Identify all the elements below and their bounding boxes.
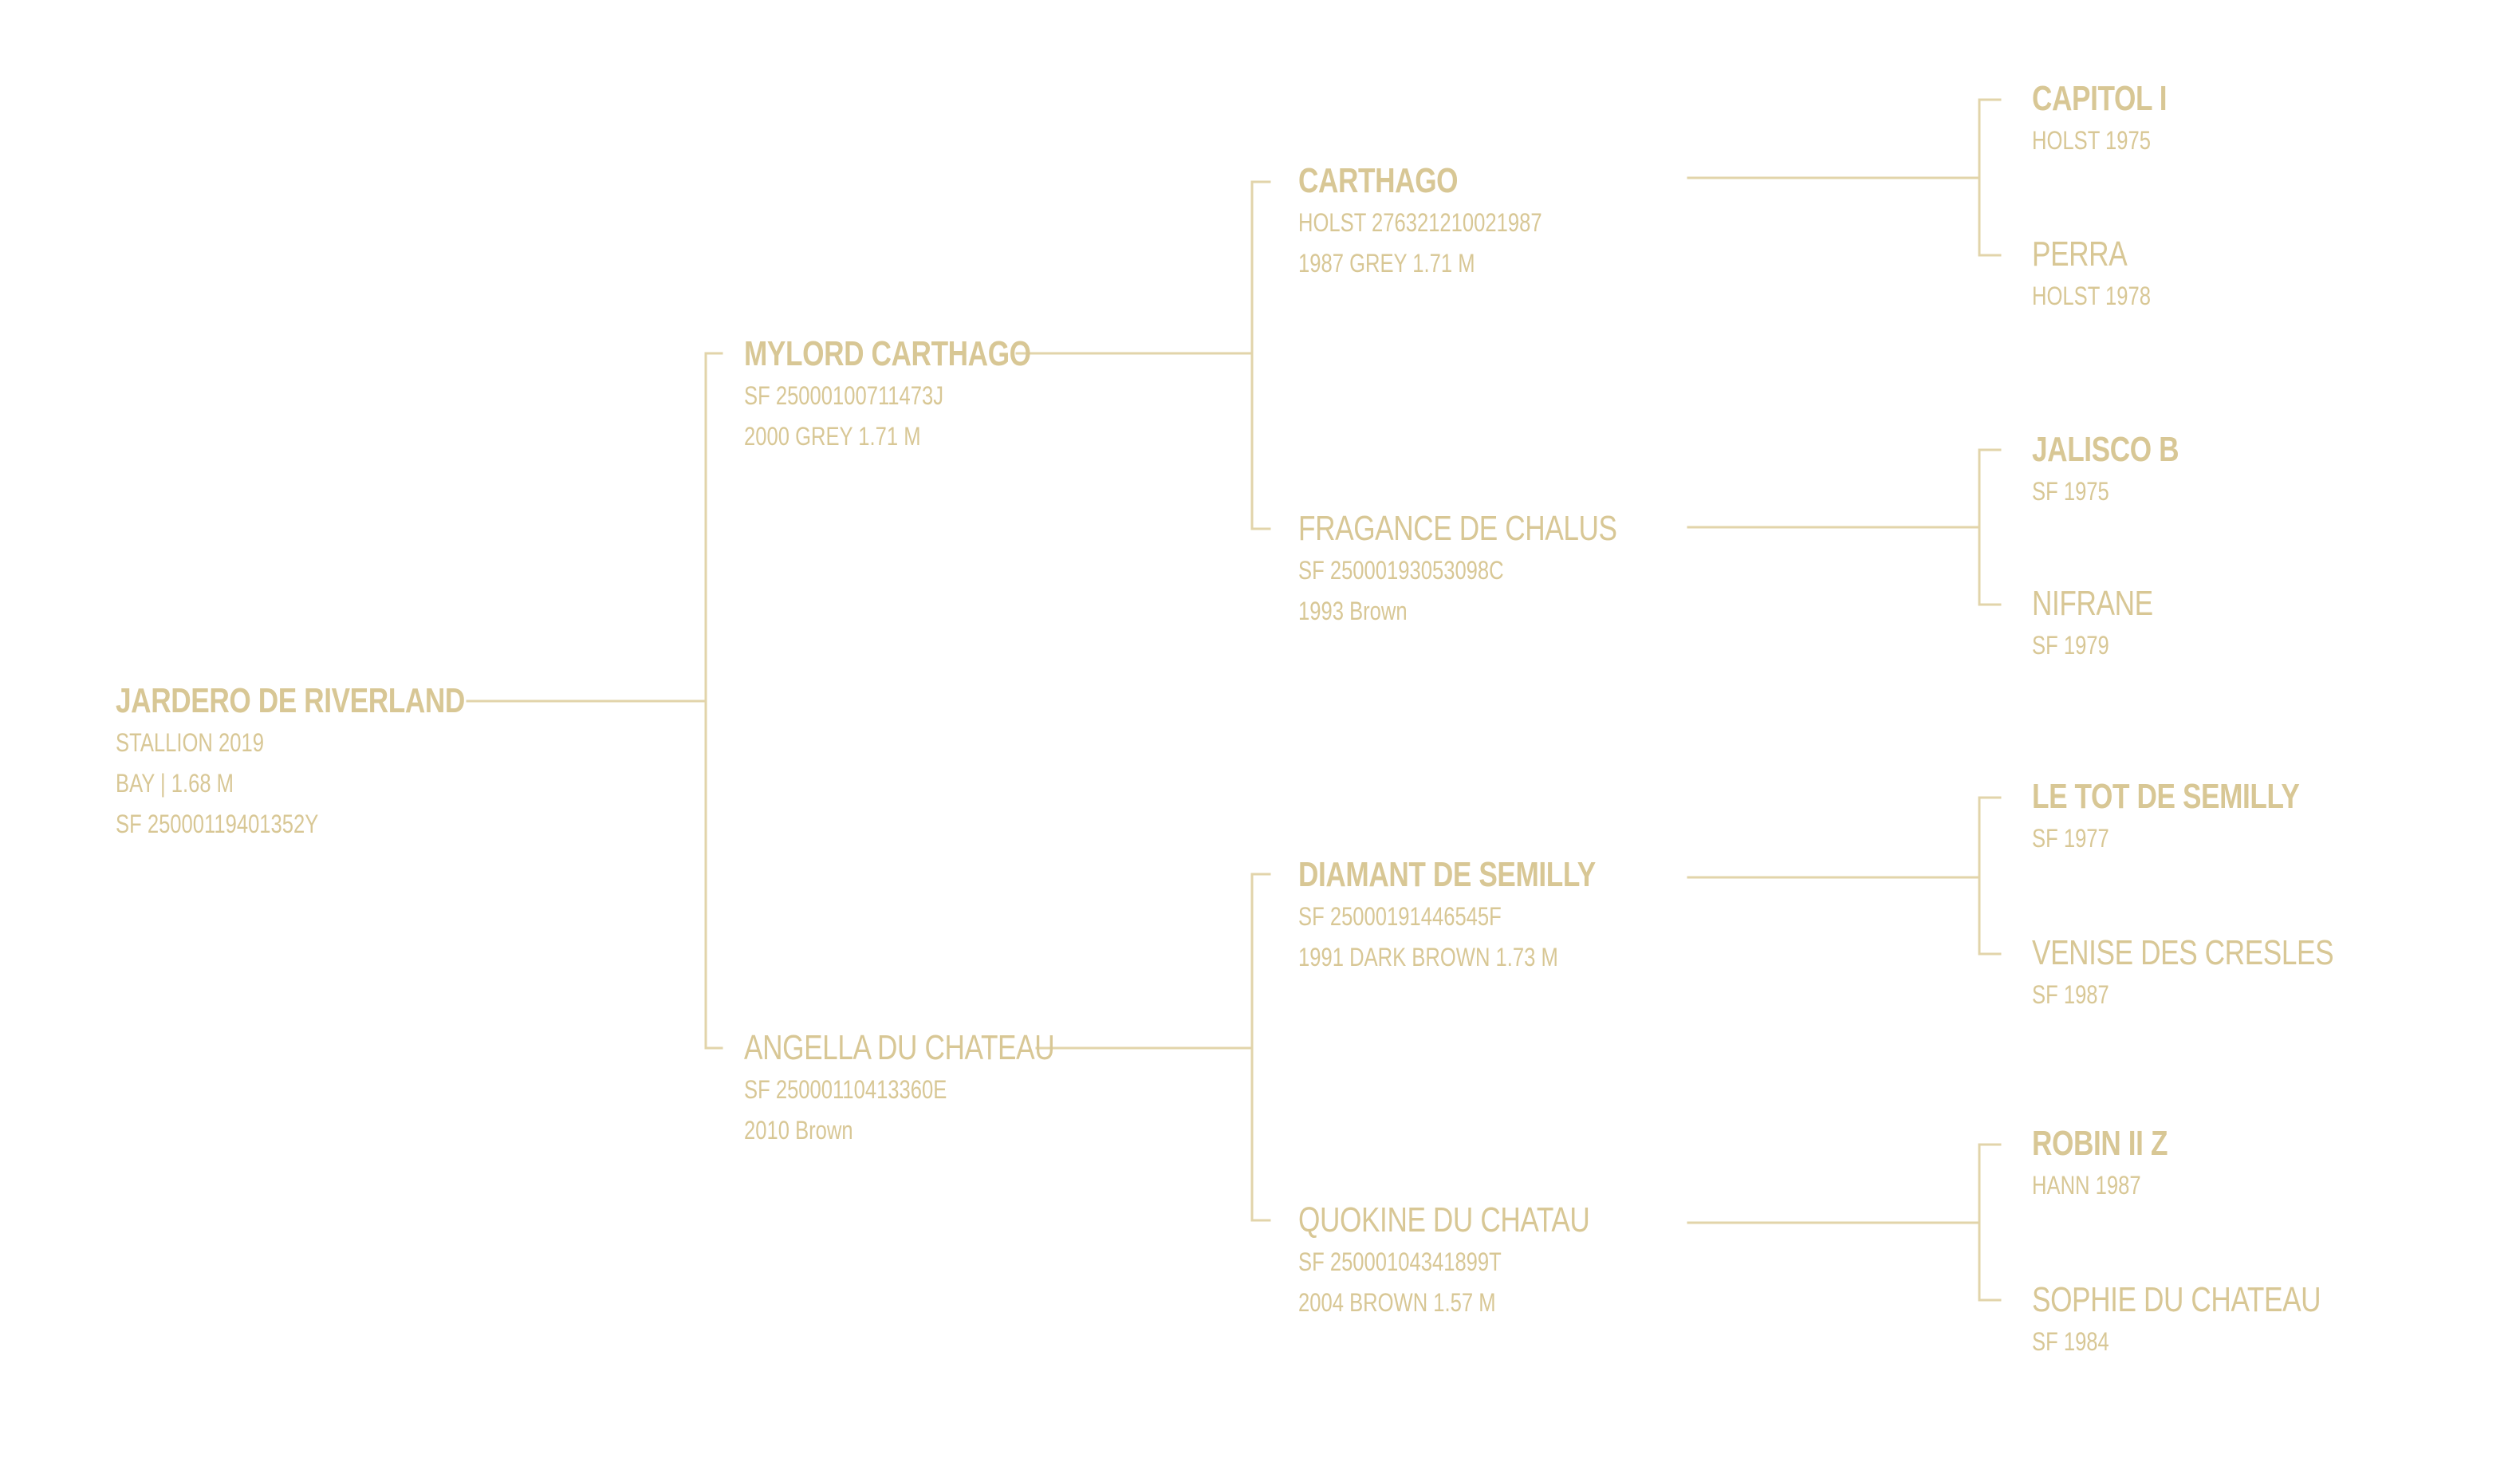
dam-sire-node: DIAMANT DE SEMILLY SF 25000191446545F 19… xyxy=(1298,853,1596,978)
dam-dam-registration: SF 25000104341899T xyxy=(1298,1247,1502,1276)
dam-name: ANGELLA DU CHATEAU xyxy=(744,1028,1055,1067)
sire-sire-details: 1987 GREY 1.71 M xyxy=(1298,249,1475,278)
ggp-node: VENISE DES CRESLES SF 1987 xyxy=(2032,932,2334,1015)
ggp-node: CAPITOL I HOLST 1975 xyxy=(2032,77,2168,161)
ggp-name: NIFRANE xyxy=(2032,584,2153,623)
dam-registration: SF 25000110413360E xyxy=(744,1075,947,1104)
sire-name: MYLORD CARTHAGO xyxy=(744,334,1031,373)
sire-registration: SF 25000100711473J xyxy=(744,381,944,410)
ggp-node: SOPHIE DU CHATEAU SF 1984 xyxy=(2032,1279,2321,1362)
dam-node: ANGELLA DU CHATEAU SF 25000110413360E 20… xyxy=(744,1027,1055,1151)
horse-node: JARDERO DE RIVERLAND STALLION 2019 BAY |… xyxy=(116,680,465,845)
dam-sire-name: DIAMANT DE SEMILLY xyxy=(1298,855,1596,894)
ggp-name: JALISCO B xyxy=(2032,430,2179,469)
dam-details: 2010 Brown xyxy=(744,1116,853,1145)
horse-sex-year: STALLION 2019 xyxy=(116,728,264,757)
ggp-name: LE TOT DE SEMILLY xyxy=(2032,777,2300,816)
sire-sire-name: CARTHAGO xyxy=(1298,161,1459,200)
ggp-name: PERRA xyxy=(2032,234,2128,274)
ggp-name: VENISE DES CRESLES xyxy=(2032,933,2334,972)
ggp-node: ROBIN II Z HANN 1987 xyxy=(2032,1122,2168,1206)
ggp-name: ROBIN II Z xyxy=(2032,1124,2168,1163)
sire-dam-details: 1993 Brown xyxy=(1298,597,1408,625)
ggp-node: NIFRANE SF 1979 xyxy=(2032,582,2153,666)
sire-dam-registration: SF 25000193053098C xyxy=(1298,556,1504,585)
sire-dam-name: FRAGANCE DE CHALUS xyxy=(1298,509,1617,548)
sire-dam-node: FRAGANCE DE CHALUS SF 25000193053098C 19… xyxy=(1298,507,1617,632)
horse-registration: SF 25000119401352Y xyxy=(116,810,319,838)
ggp-info: SF 1979 xyxy=(2032,631,2109,660)
sire-node: MYLORD CARTHAGO SF 25000100711473J 2000 … xyxy=(744,333,1031,457)
sire-sire-node: CARTHAGO HOLST 276321210021987 1987 GREY… xyxy=(1298,160,1542,284)
ggp-info: SF 1975 xyxy=(2032,477,2109,506)
horse-color-height: BAY | 1.68 M xyxy=(116,769,234,798)
ggp-info: HOLST 1978 xyxy=(2032,282,2151,310)
ggp-info: SF 1984 xyxy=(2032,1327,2109,1356)
ggp-node: JALISCO B SF 1975 xyxy=(2032,428,2179,512)
ggp-info: SF 1977 xyxy=(2032,824,2109,853)
ggp-name: CAPITOL I xyxy=(2032,79,2168,118)
dam-dam-name: QUOKINE DU CHATAU xyxy=(1298,1200,1590,1239)
sire-details: 2000 GREY 1.71 M xyxy=(744,422,921,451)
dam-sire-registration: SF 25000191446545F xyxy=(1298,902,1502,931)
dam-dam-details: 2004 BROWN 1.57 M xyxy=(1298,1288,1496,1317)
ggp-node: LE TOT DE SEMILLY SF 1977 xyxy=(2032,775,2300,859)
dam-sire-details: 1991 DARK BROWN 1.73 M xyxy=(1298,943,1558,971)
ggp-info: HOLST 1975 xyxy=(2032,126,2151,155)
ggp-info: HANN 1987 xyxy=(2032,1171,2141,1200)
sire-sire-registration: HOLST 276321210021987 xyxy=(1298,208,1542,237)
ggp-node: PERRA HOLST 1978 xyxy=(2032,233,2151,317)
horse-name: JARDERO DE RIVERLAND xyxy=(116,681,465,720)
dam-dam-node: QUOKINE DU CHATAU SF 25000104341899T 200… xyxy=(1298,1199,1590,1323)
ggp-info: SF 1987 xyxy=(2032,980,2109,1009)
ggp-name: SOPHIE DU CHATEAU xyxy=(2032,1280,2321,1319)
